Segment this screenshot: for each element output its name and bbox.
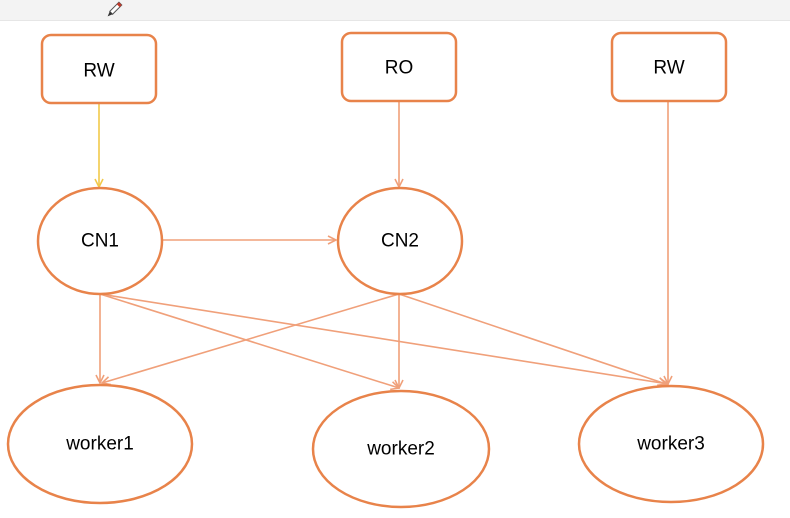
node-worker1[interactable]: worker1 (6, 383, 194, 505)
pen-icon[interactable] (104, 0, 124, 20)
node-rw1[interactable]: RW (40, 33, 158, 105)
node-worker1-label: worker1 (65, 434, 134, 455)
node-worker3[interactable]: worker3 (577, 384, 765, 504)
node-cn2-label: CN2 (381, 231, 419, 252)
toolbar-divider (0, 20, 790, 21)
node-ro[interactable]: RO (340, 31, 458, 103)
node-rw2[interactable]: RW (610, 31, 728, 103)
top-toolbar (0, 0, 790, 20)
node-cn2[interactable]: CN2 (336, 186, 464, 296)
node-ro-label: RO (385, 58, 414, 79)
node-cn1[interactable]: CN1 (36, 186, 164, 296)
node-worker2[interactable]: worker2 (311, 389, 491, 509)
node-worker2-label: worker2 (366, 439, 435, 460)
edge-cn1-to-worker3 (99, 293, 668, 384)
edge-cn2-to-worker3 (398, 293, 666, 384)
node-cn1-label: CN1 (81, 231, 119, 252)
edge-cn2-to-worker1 (102, 293, 400, 383)
node-worker3-label: worker3 (636, 434, 705, 455)
node-rw2-label: RW (653, 58, 684, 79)
node-rw1-label: RW (83, 61, 114, 82)
edge-cn1-to-worker2 (99, 293, 399, 388)
